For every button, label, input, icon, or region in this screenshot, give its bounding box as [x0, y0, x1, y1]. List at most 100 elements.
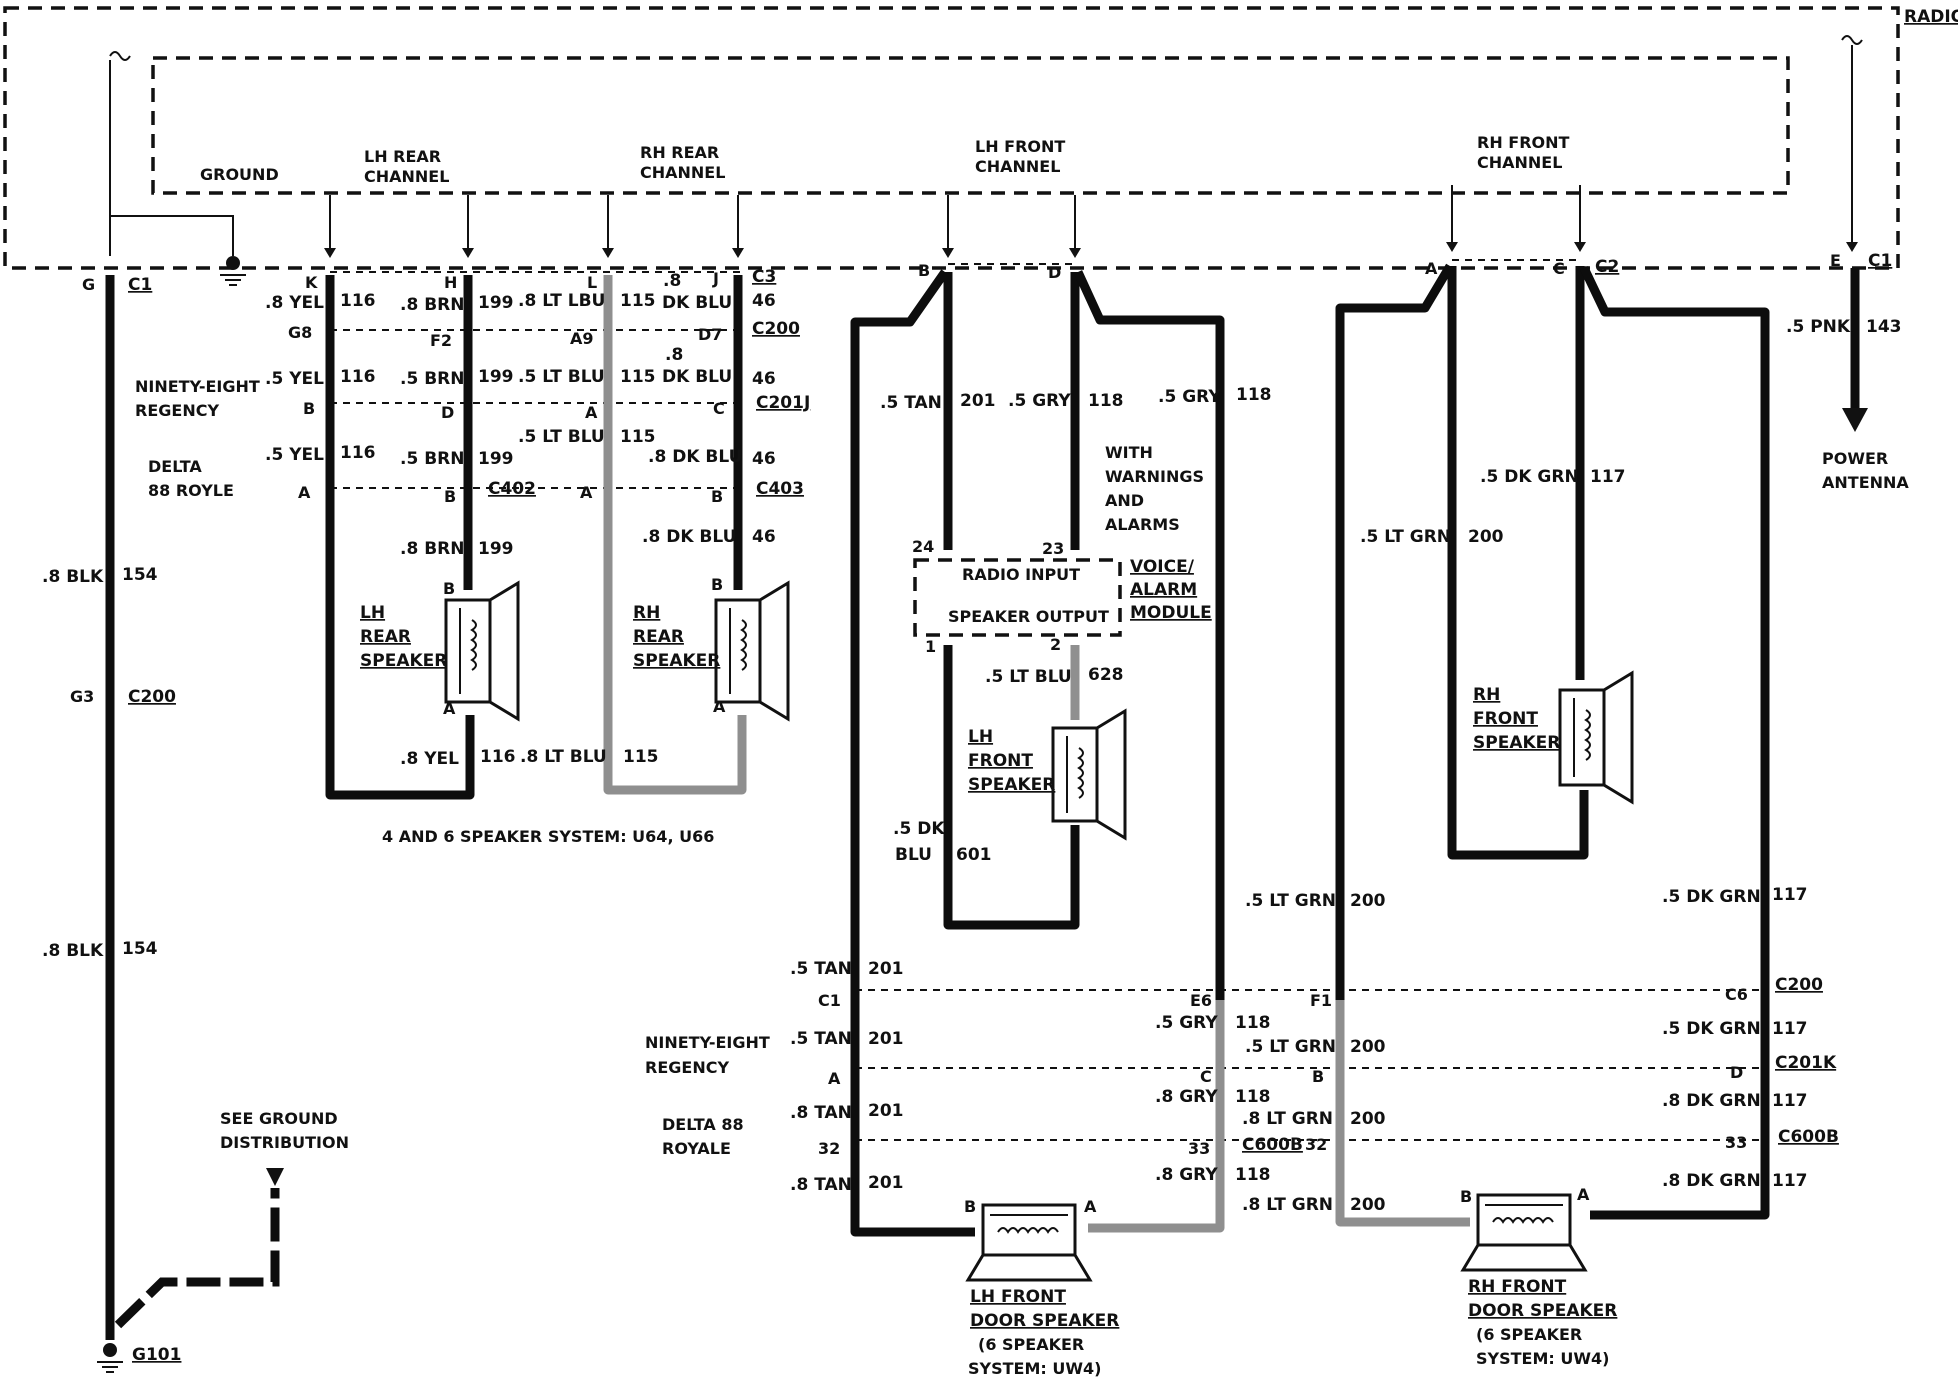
rh-front-speaker-label-3: SPEAKER	[1473, 733, 1560, 753]
svg-text:201: 201	[868, 1173, 904, 1193]
lh-front-door-speaker-symbol	[965, 1203, 1093, 1282]
svg-text:118: 118	[1235, 1087, 1271, 1107]
module-radio-input: RADIO INPUT	[962, 565, 1080, 584]
svg-text:115: 115	[620, 367, 656, 387]
pin-b-c403: B	[711, 487, 723, 506]
pin-33-left: 33	[1188, 1139, 1210, 1158]
lh-rear-speaker-label-1: LH	[360, 603, 385, 623]
wire-116-lh-rear	[325, 275, 475, 800]
lh-front-speaker-symbol	[1051, 708, 1127, 841]
wire-201-tan	[850, 269, 975, 1237]
module-label-alarm: ALARM	[1130, 580, 1197, 600]
see-ground-label-2: DISTRIBUTION	[220, 1133, 349, 1152]
svg-text:.8 DK BLU: .8 DK BLU	[648, 447, 742, 467]
pin-j: J	[712, 269, 719, 288]
conn-c2: C2	[1595, 257, 1619, 277]
pin-2: 2	[1050, 635, 1061, 654]
lh-rear-channel-label-1: LH REAR	[364, 147, 441, 166]
pin-a-c403: A	[580, 483, 593, 502]
model-regency-bottom: REGENCY	[645, 1058, 729, 1077]
module-speaker-output: SPEAKER OUTPUT	[948, 607, 1109, 626]
ac-symbol-right	[1841, 35, 1863, 45]
pin-b-lh-door: B	[964, 1197, 976, 1216]
rh-front-speaker-symbol	[1558, 670, 1634, 805]
power-antenna-label-1: POWER	[1822, 449, 1888, 468]
pin-1: 1	[925, 637, 936, 656]
lh-rear-speaker-label-2: REAR	[360, 627, 411, 647]
pin-h: H	[444, 273, 457, 292]
svg-text:199: 199	[478, 367, 514, 387]
svg-text:.8 LT BLU: .8 LT BLU	[520, 747, 607, 767]
svg-text:200: 200	[1350, 1109, 1386, 1129]
svg-text:.5 LT BLU: .5 LT BLU	[518, 427, 605, 447]
lh-rear-speaker-label-3: SPEAKER	[360, 651, 447, 671]
module-label-module: MODULE	[1130, 603, 1212, 623]
pin-a-c402: A	[298, 483, 311, 502]
pin-b-c201j: B	[303, 399, 315, 418]
model-regency-top: REGENCY	[135, 401, 219, 420]
rh-rear-channel-label-2: CHANNEL	[640, 163, 725, 182]
connector-dash-lines	[330, 259, 1765, 1141]
lh-front-speaker-label-3: SPEAKER	[968, 775, 1055, 795]
model-88-royle-top: 88 ROYLE	[148, 481, 234, 500]
svg-text:46: 46	[752, 369, 776, 389]
svg-text:200: 200	[1350, 1195, 1386, 1215]
svg-text:199: 199	[478, 539, 514, 559]
lh-rear-channel-label-2: CHANNEL	[364, 167, 449, 186]
svg-text:.5 GRY: .5 GRY	[1155, 1013, 1218, 1033]
svg-text:.8 DK BLU: .8 DK BLU	[642, 527, 736, 547]
rh-front-channel-label-2: CHANNEL	[1477, 153, 1562, 172]
pin-b-rh-rear-speaker: B	[711, 575, 723, 594]
svg-text:199: 199	[478, 293, 514, 313]
pin-g3: G3	[70, 687, 94, 706]
svg-text:.8 TAN: .8 TAN	[790, 1175, 852, 1195]
svg-text:BLU: BLU	[895, 845, 932, 865]
model-royale-bottom: ROYALE	[662, 1139, 731, 1158]
svg-text:154: 154	[122, 939, 158, 959]
svg-text:199: 199	[478, 449, 514, 469]
rh-front-door-label-1: RH FRONT	[1468, 1277, 1567, 1297]
conn-c1-right: C1	[1868, 251, 1892, 271]
pin-e6: E6	[1190, 991, 1212, 1010]
svg-text:.8 BLK: .8 BLK	[42, 567, 104, 587]
ac-symbol-left	[109, 51, 131, 61]
svg-text:.5 GRY: .5 GRY	[1158, 387, 1221, 407]
svg-text:628: 628	[1088, 665, 1124, 685]
rh-rear-speaker-symbol	[714, 580, 790, 722]
svg-text:.5 LT BLU: .5 LT BLU	[985, 667, 1072, 687]
svg-text:DK BLU: DK BLU	[662, 293, 732, 313]
radio-title: RADIO	[1904, 7, 1958, 27]
conn-c3: C3	[752, 267, 776, 287]
svg-text:.8 DK GRN: .8 DK GRN	[1662, 1171, 1761, 1191]
lh-front-channel-label-1: LH FRONT	[975, 137, 1065, 156]
pin-a-c201k: A	[828, 1069, 841, 1088]
pin-d-c201j: D	[441, 403, 454, 422]
svg-text:.8 LT GRN: .8 LT GRN	[1242, 1195, 1333, 1215]
svg-text:117: 117	[1772, 885, 1808, 905]
svg-text:.8 LT LBU: .8 LT LBU	[518, 291, 605, 311]
wire-labels: .8 YEL 116 .8 BRN 199 .8 LT LBU 115 .8 D…	[42, 271, 1902, 1215]
svg-text:116: 116	[340, 443, 376, 463]
rh-rear-speaker-label-1: RH	[633, 603, 660, 623]
pin-b-c201k: B	[1312, 1067, 1324, 1086]
rh-front-speaker-label-2: FRONT	[1473, 709, 1538, 729]
pin-k: K	[305, 273, 318, 292]
pin-b-lh-rear-speaker: B	[443, 579, 455, 598]
rh-front-door-speaker-symbol	[1460, 1193, 1588, 1272]
svg-text:.8: .8	[665, 345, 683, 365]
pin-c-c201k: C	[1200, 1067, 1212, 1086]
svg-text:.5 YEL: .5 YEL	[265, 369, 324, 389]
svg-text:.5 LT GRN: .5 LT GRN	[1245, 1037, 1336, 1057]
pin-23: 23	[1042, 539, 1064, 558]
see-ground-label-1: SEE GROUND	[220, 1109, 338, 1128]
svg-text:601: 601	[956, 845, 992, 865]
pin-c-c201j: C	[713, 399, 725, 418]
pin-c-rhfront: C	[1553, 259, 1565, 278]
model-delta88-bottom: DELTA 88	[662, 1115, 744, 1134]
pin-b-lhfront: B	[918, 261, 930, 280]
svg-text:.8 BRN: .8 BRN	[400, 539, 464, 559]
svg-text:200: 200	[1350, 891, 1386, 911]
wire-118-gry-lower	[1088, 1000, 1225, 1233]
wire-117-dk-grn	[1579, 266, 1770, 1220]
svg-text:.8 GRY: .8 GRY	[1155, 1087, 1218, 1107]
